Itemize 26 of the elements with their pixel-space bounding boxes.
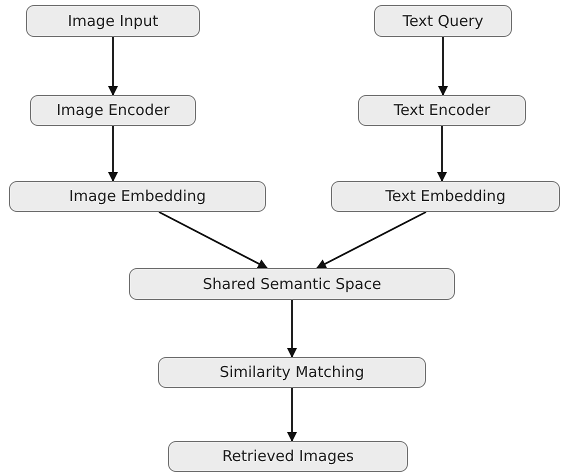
process-box: [129, 268, 455, 300]
box-label: Text Embedding: [385, 186, 506, 208]
arrow: [287, 300, 297, 358]
arrow: [158, 211, 268, 269]
arrow: [316, 211, 426, 269]
box-label: Image Embedding: [69, 186, 206, 208]
box-label: Image Encoder: [56, 100, 170, 122]
box-label: Text Encoder: [394, 100, 490, 122]
process-box: [374, 5, 512, 37]
process-box: [158, 357, 426, 388]
box-label: Image Input: [68, 10, 158, 32]
process-box: [358, 95, 526, 126]
process-box: [30, 95, 196, 126]
arrow: [437, 126, 447, 182]
process-box: [331, 181, 560, 212]
box-label: Text Query: [402, 10, 484, 32]
arrow: [438, 37, 448, 96]
arrow: [287, 388, 297, 442]
process-box: [9, 181, 266, 212]
box-label: Shared Semantic Space: [202, 274, 382, 295]
arrow: [108, 126, 118, 182]
process-box: [26, 5, 200, 37]
box-label: Retrieved Images: [222, 446, 354, 468]
box-label: Similarity Matching: [220, 362, 364, 384]
process-box: [168, 441, 408, 472]
arrow: [108, 37, 118, 96]
